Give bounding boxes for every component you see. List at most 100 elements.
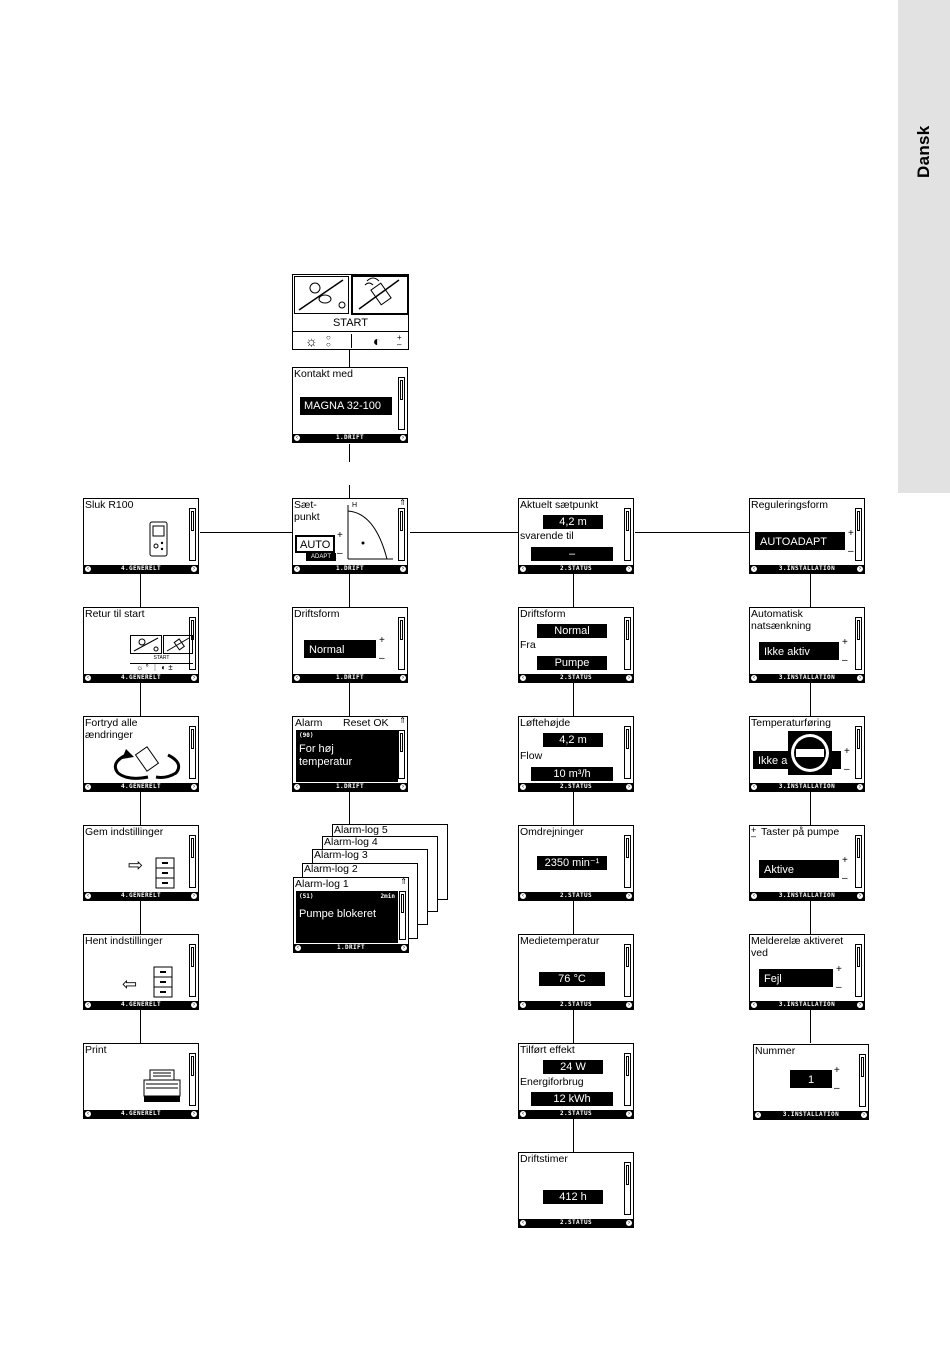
screen-save-settings[interactable]: Gem indstillinger ⇨ 4.GENERELT ‹› bbox=[83, 825, 199, 901]
scrollbar[interactable] bbox=[398, 508, 405, 561]
screen-alarm[interactable]: Alarm Reset OK ⇑ (90) For høj temperatur… bbox=[292, 716, 408, 792]
minus-icon[interactable]: – bbox=[836, 982, 842, 993]
reset-label[interactable]: Reset OK bbox=[343, 717, 389, 729]
right-arrow-icon[interactable]: › bbox=[399, 434, 407, 442]
screen-print[interactable]: Print 4.GENERELT ‹› bbox=[83, 1043, 199, 1119]
operating-mode-value[interactable]: Normal bbox=[304, 640, 376, 658]
screen-operating-hours[interactable]: Driftstimer 412 h 2.STATUS ‹› bbox=[518, 1152, 634, 1228]
left-arrow-icon[interactable]: ‹ bbox=[294, 944, 302, 952]
left-arrow-icon[interactable]: ‹ bbox=[519, 1110, 527, 1118]
scrollbar[interactable] bbox=[189, 944, 196, 997]
up-arrow-icon[interactable]: ⇑ bbox=[399, 716, 406, 725]
right-arrow-icon[interactable]: › bbox=[856, 674, 864, 682]
screen-operating-mode[interactable]: Driftsform Normal + – 1.DRIFT ‹› bbox=[292, 607, 408, 683]
screen-signal-relay[interactable]: Melderelæ aktiveret ved Fejl + – 3.INSTA… bbox=[749, 934, 865, 1010]
buttons-value[interactable]: Aktive bbox=[759, 860, 839, 878]
minus-icon[interactable]: – bbox=[379, 653, 385, 664]
left-arrow-icon[interactable]: ‹ bbox=[293, 674, 301, 682]
scrollbar[interactable] bbox=[855, 835, 862, 888]
left-arrow-icon[interactable]: ‹ bbox=[84, 783, 92, 791]
left-arrow-icon[interactable]: ‹ bbox=[750, 565, 758, 573]
right-arrow-icon[interactable]: › bbox=[190, 674, 198, 682]
start-screen[interactable]: START ☼ ○○ ◐ +– bbox=[292, 274, 409, 350]
scrollbar[interactable] bbox=[855, 617, 862, 670]
screen-liquid-temperature[interactable]: Medietemperatur 76 °C 2.STATUS ‹› bbox=[518, 934, 634, 1010]
minus-icon[interactable]: – bbox=[848, 546, 854, 557]
plus-icon[interactable]: + bbox=[842, 855, 848, 866]
right-arrow-icon[interactable]: › bbox=[625, 892, 633, 900]
plus-icon[interactable]: + bbox=[848, 528, 854, 539]
left-arrow-icon[interactable]: ‹ bbox=[750, 892, 758, 900]
screen-buttons-on-pump[interactable]: +– Taster på pumpe Aktive + – 3.INSTALLA… bbox=[749, 825, 865, 901]
screen-number[interactable]: Nummer 1 + – 3.INSTALLATION ‹› bbox=[753, 1044, 869, 1120]
left-arrow-icon[interactable]: ‹ bbox=[519, 892, 527, 900]
left-arrow-icon[interactable]: ‹ bbox=[519, 1219, 527, 1227]
left-arrow-icon[interactable]: ‹ bbox=[84, 1001, 92, 1009]
left-arrow-icon[interactable]: ‹ bbox=[750, 1001, 758, 1009]
left-arrow-icon[interactable]: ‹ bbox=[750, 674, 758, 682]
brightness-adjust-icon[interactable]: ○○ bbox=[326, 333, 331, 349]
screen-contact[interactable]: Kontakt med MAGNA 32-100 1.DRIFT ‹› bbox=[292, 367, 408, 443]
right-arrow-icon[interactable]: › bbox=[190, 1001, 198, 1009]
left-arrow-icon[interactable]: ‹ bbox=[519, 565, 527, 573]
left-arrow-icon[interactable]: ‹ bbox=[754, 1111, 762, 1119]
right-arrow-icon[interactable]: › bbox=[860, 1111, 868, 1119]
left-arrow-icon[interactable]: ‹ bbox=[84, 892, 92, 900]
left-arrow-icon[interactable]: ‹ bbox=[84, 1110, 92, 1118]
plus-icon[interactable]: + bbox=[379, 635, 385, 646]
left-arrow-icon[interactable]: ‹ bbox=[750, 783, 758, 791]
right-arrow-icon[interactable]: › bbox=[399, 783, 407, 791]
scrollbar[interactable] bbox=[398, 617, 405, 670]
control-mode-value[interactable]: AUTOADAPT bbox=[755, 532, 845, 550]
scrollbar[interactable] bbox=[189, 508, 196, 561]
up-arrow-icon[interactable]: ⇑ bbox=[400, 877, 407, 886]
plus-icon[interactable]: + bbox=[834, 1065, 840, 1076]
screen-actual-setpoint[interactable]: Aktuelt sætpunkt 4,2 m svarende til – 2.… bbox=[518, 498, 634, 574]
contrast-adjust-icon[interactable]: +– bbox=[397, 333, 402, 349]
left-arrow-icon[interactable]: ‹ bbox=[293, 565, 301, 573]
night-setback-value[interactable]: Ikke aktiv bbox=[759, 642, 839, 660]
minus-icon[interactable]: – bbox=[842, 873, 848, 884]
up-arrow-icon[interactable]: ⇑ bbox=[399, 498, 406, 507]
right-arrow-icon[interactable]: › bbox=[625, 1110, 633, 1118]
screen-undo-changes[interactable]: Fortryd alle ændringer 4.GENERELT ‹› bbox=[83, 716, 199, 792]
remote-control-tile[interactable] bbox=[351, 275, 408, 315]
scrollbar[interactable] bbox=[624, 726, 631, 779]
relay-value[interactable]: Fejl bbox=[759, 969, 833, 987]
left-arrow-icon[interactable]: ‹ bbox=[84, 565, 92, 573]
right-arrow-icon[interactable]: › bbox=[625, 674, 633, 682]
left-arrow-icon[interactable]: ‹ bbox=[293, 434, 301, 442]
screen-head-flow[interactable]: Løftehøjde 4,2 m Flow 10 m³/h 2.STATUS ‹… bbox=[518, 716, 634, 792]
right-arrow-icon[interactable]: › bbox=[399, 565, 407, 573]
right-arrow-icon[interactable]: › bbox=[625, 1001, 633, 1009]
scrollbar[interactable] bbox=[189, 1053, 196, 1106]
right-arrow-icon[interactable]: › bbox=[190, 565, 198, 573]
screen-temperature-influence[interactable]: Temperaturføring Ikke a + – 3.INSTALLATI… bbox=[749, 716, 865, 792]
scrollbar[interactable] bbox=[855, 726, 862, 779]
screen-power-energy[interactable]: Tilført effekt 24 W Energiforbrug 12 kWh… bbox=[518, 1043, 634, 1119]
right-arrow-icon[interactable]: › bbox=[190, 1110, 198, 1118]
screen-switch-off-r100[interactable]: Sluk R100 4.GENERELT ‹› bbox=[83, 498, 199, 574]
scrollbar[interactable] bbox=[624, 617, 631, 670]
temperature-influence-value[interactable]: Ikke a bbox=[753, 751, 793, 769]
scrollbar[interactable] bbox=[624, 1053, 631, 1106]
right-arrow-icon[interactable]: › bbox=[399, 674, 407, 682]
right-arrow-icon[interactable]: › bbox=[856, 892, 864, 900]
right-arrow-icon[interactable]: › bbox=[856, 1001, 864, 1009]
scrollbar[interactable] bbox=[855, 508, 862, 561]
right-arrow-icon[interactable]: › bbox=[190, 783, 198, 791]
right-arrow-icon[interactable]: › bbox=[400, 944, 408, 952]
scrollbar[interactable] bbox=[399, 891, 406, 940]
right-arrow-icon[interactable]: › bbox=[625, 1219, 633, 1227]
scrollbar[interactable] bbox=[398, 377, 405, 430]
scrollbar[interactable] bbox=[624, 1162, 631, 1215]
scrollbar[interactable] bbox=[855, 944, 862, 997]
screen-operating-mode-status[interactable]: Driftsform Normal Fra Pumpe 2.STATUS ‹› bbox=[518, 607, 634, 683]
minus-icon[interactable]: – bbox=[834, 1083, 840, 1094]
scrollbar[interactable] bbox=[859, 1054, 866, 1107]
right-arrow-icon[interactable]: › bbox=[856, 783, 864, 791]
screen-alarm-log-1[interactable]: Alarm-log 1 ⇑ (51) 2min Pumpe blokeret 1… bbox=[293, 877, 409, 953]
screen-setpoint[interactable]: Sæt- punkt ⇑ AUTO ADAPT + – H 1.DRIFT ‹› bbox=[292, 498, 408, 574]
scrollbar[interactable] bbox=[398, 730, 405, 779]
left-arrow-icon[interactable]: ‹ bbox=[519, 1001, 527, 1009]
